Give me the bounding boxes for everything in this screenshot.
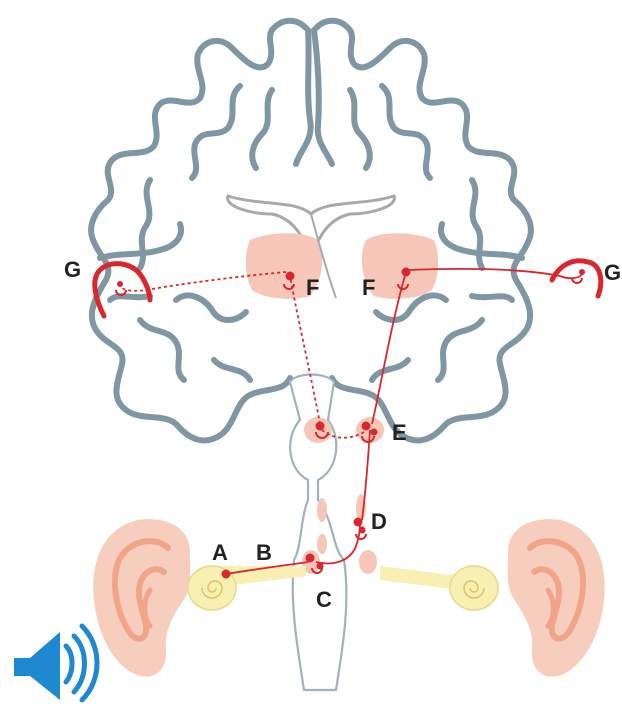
label-g-right: G: [604, 260, 621, 285]
synapse-nodes: [116, 268, 585, 579]
label-g-left: G: [64, 257, 81, 282]
right-cochlea: [380, 566, 498, 610]
nucleus-olive-left-lower: [317, 534, 327, 554]
label-c: C: [316, 587, 332, 612]
label-f-right: F: [362, 275, 375, 300]
auditory-pathway: [120, 269, 582, 574]
label-f-left: F: [306, 275, 319, 300]
right-ear: [508, 519, 605, 677]
label-d: D: [371, 509, 387, 534]
left-ear: [93, 519, 190, 677]
label-e: E: [392, 420, 407, 445]
left-cochlea: [188, 566, 306, 610]
nucleus-cochlear-right: [359, 550, 377, 574]
label-b: B: [256, 540, 272, 565]
speaker-volume-icon[interactable]: [14, 626, 97, 700]
label-a: A: [212, 540, 228, 565]
nucleus-olive-left-upper: [317, 498, 327, 522]
